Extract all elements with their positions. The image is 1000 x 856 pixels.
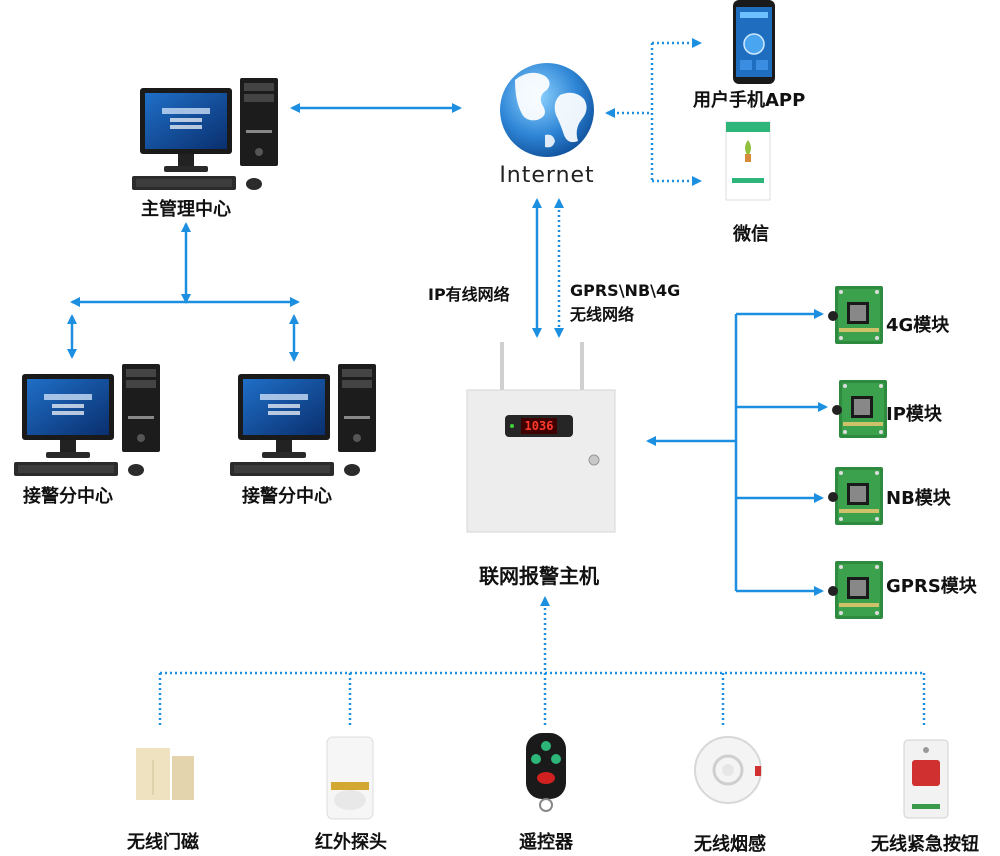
module-ip-icon — [832, 380, 887, 438]
sub-center-1-label: 接警分中心 — [23, 486, 113, 507]
sub-center-1-computer-icon — [14, 364, 160, 476]
module-gprs-icon — [828, 561, 883, 619]
module-nb-label: NB模块 — [886, 488, 951, 509]
sensor-door-magnet-label: 无线门磁 — [127, 832, 199, 853]
module-gprs-label: GPRS模块 — [886, 576, 977, 597]
wireless-network-label-1: GPRS\NB\4G — [570, 281, 681, 300]
smoke-detector-icon — [694, 736, 762, 804]
connections — [67, 38, 926, 726]
sensor-remote-label: 遥控器 — [519, 832, 573, 853]
wechat-label: 微信 — [733, 224, 769, 245]
sub-center-2-label: 接警分中心 — [242, 486, 332, 507]
module-ip-label: IP模块 — [886, 404, 942, 425]
globe-icon — [500, 63, 594, 157]
sensor-emergency-label: 无线紧急按钮 — [871, 834, 979, 855]
host-label: 联网报警主机 — [479, 564, 599, 588]
module-nb-icon — [828, 467, 883, 525]
module-4g-label: 4G模块 — [886, 315, 950, 336]
internet-label: Internet — [499, 163, 595, 188]
alarm-host-icon — [466, 342, 616, 533]
wired-network-label: IP有线网络 — [428, 285, 510, 304]
remote-control-icon — [526, 733, 566, 812]
module-4g-icon — [828, 286, 883, 344]
phone-app-icon — [733, 0, 775, 84]
wireless-network-label-2: 无线网络 — [570, 305, 635, 324]
app-label: 用户手机APP — [693, 90, 806, 111]
door-magnet-icon — [136, 748, 194, 800]
pir-detector-icon — [326, 736, 374, 820]
sub-center-2-computer-icon — [230, 364, 376, 476]
host-display-readout: 1036 — [524, 419, 554, 433]
wechat-page-icon — [725, 121, 771, 201]
sensor-pir-label: 红外探头 — [315, 832, 387, 853]
emergency-button-icon — [903, 739, 949, 819]
sensor-smoke-label: 无线烟感 — [694, 834, 766, 855]
main-center-computer-icon — [132, 78, 278, 190]
main-center-label: 主管理中心 — [141, 199, 231, 220]
